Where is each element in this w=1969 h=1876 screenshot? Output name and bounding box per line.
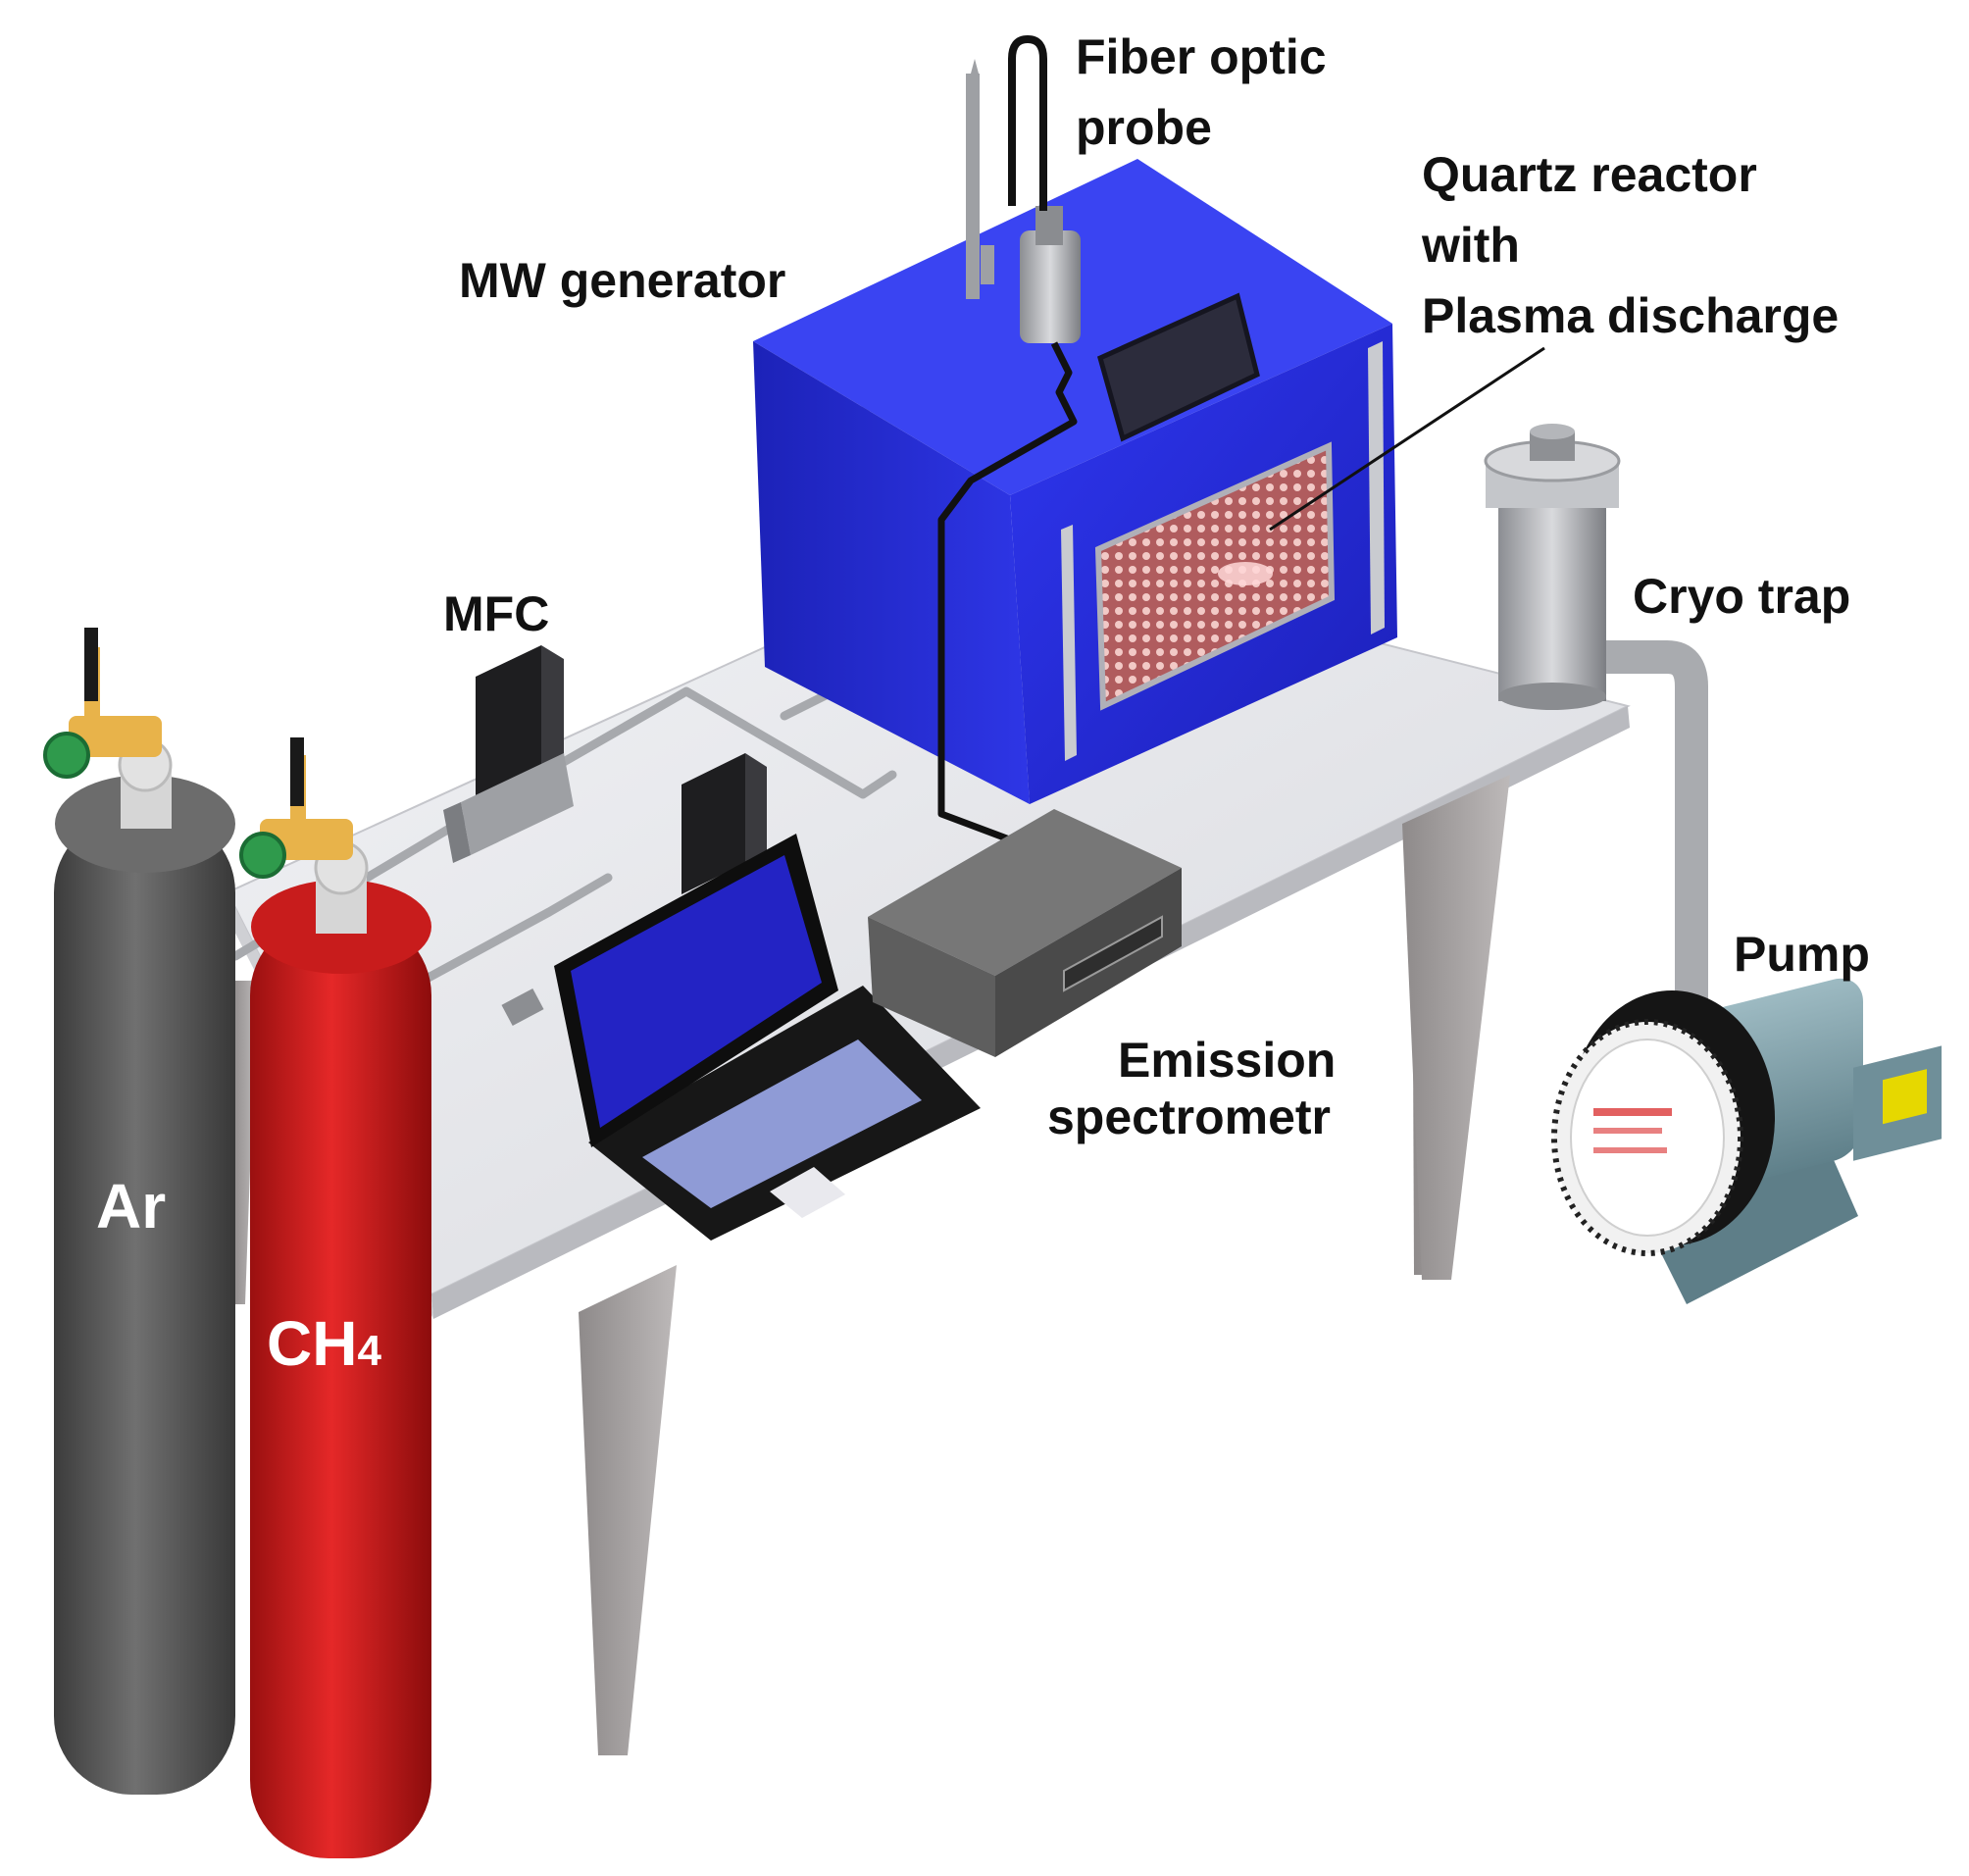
laptop-screen [571, 855, 822, 1128]
quartz-reactor-window [1094, 441, 1336, 711]
plasma-glow [1218, 562, 1273, 585]
laptop-touchpad [770, 1167, 845, 1218]
ch4-regulator-inline [501, 988, 544, 1027]
label-quartz-reactor: Quartz reactor with Plasma discharge [1421, 147, 1839, 343]
label-emission-spectrometer: Emission spectrometr [1047, 1033, 1349, 1144]
cryo-to-pump-pipe [1579, 640, 1708, 1010]
ar-valve-body [69, 716, 162, 757]
emission-spectrometer-device [868, 809, 1182, 1057]
mw-generator [753, 159, 1397, 804]
label-mfc: MFC [443, 586, 549, 641]
label-cryo-trap: Cryo trap [1633, 569, 1850, 624]
laptop-keyboard [642, 1039, 922, 1208]
mw-side [753, 341, 1030, 804]
mfc-unit-2 [682, 753, 767, 894]
pump-label-plate [1883, 1069, 1927, 1125]
cryo-trap [1484, 424, 1621, 710]
ch4-antenna [290, 737, 304, 806]
laptop [554, 834, 981, 1241]
label-mw-generator: MW generator [459, 253, 785, 308]
spectrometer-display [1063, 915, 1163, 992]
mw-control-display [1097, 292, 1260, 442]
ch4-pressure-gauge-icon [239, 832, 286, 879]
label-fiber-optic-probe: Fiber optic probe [1076, 29, 1339, 155]
ar-gas-line [230, 686, 897, 961]
fiber-to-spectrometer [937, 341, 1078, 847]
plasma-pointer-line [1269, 346, 1545, 532]
label-pump: Pump [1734, 927, 1870, 982]
ch4-gas-cylinder: CH4 [239, 737, 431, 1858]
mfc-unit-1 [443, 645, 574, 863]
ch4-label: CH4 [267, 1308, 381, 1379]
table-leg-front-left [579, 1265, 677, 1755]
pump-base [1642, 1138, 1858, 1304]
table-leg-front-right [1402, 775, 1510, 1280]
ar-gas-cylinder: Ar [43, 628, 235, 1795]
fiber-optic-cable [1008, 34, 1047, 211]
ar-pressure-gauge-icon [43, 732, 90, 779]
ar-antenna [84, 628, 98, 701]
fiber-optic-probe [937, 34, 1081, 847]
vacuum-pump [1551, 978, 1942, 1304]
ar-label: Ar [96, 1171, 166, 1242]
